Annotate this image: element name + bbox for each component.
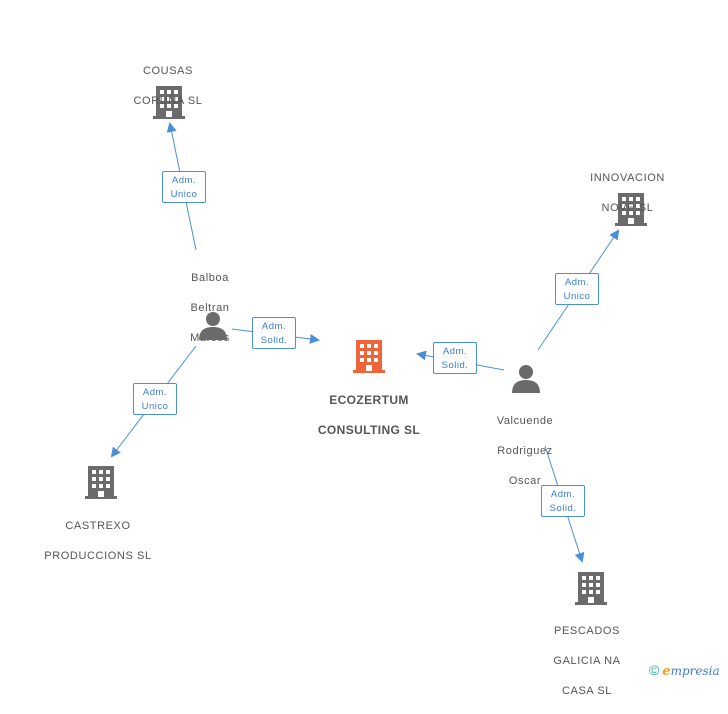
building-icon <box>615 193 647 226</box>
person-icon <box>512 365 540 393</box>
company-node-pescados[interactable]: PESCADOS GALICIA NA CASA SL <box>537 609 637 714</box>
person-node-balboa[interactable]: Balboa Beltran Marcos <box>170 256 250 361</box>
person-icon <box>199 312 227 340</box>
role-label: Unico <box>141 401 169 412</box>
company-name: CASTREXO <box>65 520 131 532</box>
company-name: CASA SL <box>561 685 613 697</box>
role-label: Unico <box>563 291 591 302</box>
role-label: Adm. <box>564 277 590 288</box>
role-label: Adm. <box>261 321 287 332</box>
company-name: PRODUCCIONS SL <box>44 550 152 562</box>
role-label: Adm. <box>142 387 168 398</box>
copyright-symbol: © <box>649 662 660 678</box>
company-name: CONSULTING SL <box>317 423 421 437</box>
person-name: Balboa <box>191 272 229 284</box>
building-icon <box>85 466 117 499</box>
company-name: ECOZERTUM <box>329 393 409 407</box>
edge-label-balboa-cousas[interactable]: Adm. Unico <box>162 171 206 203</box>
role-label: Adm. <box>550 489 576 500</box>
company-name: INNOVACION <box>590 172 665 184</box>
person-node-valcuende[interactable]: Valcuende Rodriguez Oscar <box>479 399 571 504</box>
company-name: COUSAS <box>142 65 194 77</box>
company-node-cousas[interactable]: COUSAS CORUÑA SL <box>118 49 218 124</box>
edge-label-valcuende-innovacion[interactable]: Adm. Unico <box>555 273 599 305</box>
building-icon <box>575 572 607 605</box>
brand-e: e <box>662 664 671 679</box>
company-node-center[interactable]: ECOZERTUM CONSULTING SL <box>300 378 438 453</box>
building-icon <box>153 86 185 119</box>
brand-logo: ©empresia <box>649 662 720 679</box>
person-name: Valcuende <box>496 415 554 427</box>
role-label: Solid. <box>441 360 469 371</box>
company-name: PESCADOS <box>554 625 620 637</box>
company-name: CORUÑA SL <box>133 95 203 107</box>
company-node-castrexo[interactable]: CASTREXO PRODUCCIONS SL <box>38 504 158 579</box>
role-label: Solid. <box>260 335 288 346</box>
edge-label-valcuende-center[interactable]: Adm. Solid. <box>433 342 477 374</box>
edge-label-balboa-center[interactable]: Adm. Solid. <box>252 317 296 349</box>
person-name: Oscar <box>508 475 542 487</box>
building-icon-highlighted <box>353 340 385 373</box>
role-label: Adm. <box>442 346 468 357</box>
role-label: Solid. <box>549 503 577 514</box>
edge-label-valcuende-pescados[interactable]: Adm. Solid. <box>541 485 585 517</box>
brand-text: mpresia <box>670 664 720 678</box>
role-label: Adm. <box>171 175 197 186</box>
company-name: GALICIA NA <box>553 655 621 667</box>
person-name: Beltran <box>190 302 230 314</box>
company-name: NOVE SL <box>601 202 654 214</box>
company-node-innovacion[interactable]: INNOVACION NOVE SL <box>575 156 680 231</box>
role-label: Unico <box>170 189 198 200</box>
person-name: Rodriguez <box>497 445 553 457</box>
edge-label-balboa-castrexo[interactable]: Adm. Unico <box>133 383 177 415</box>
